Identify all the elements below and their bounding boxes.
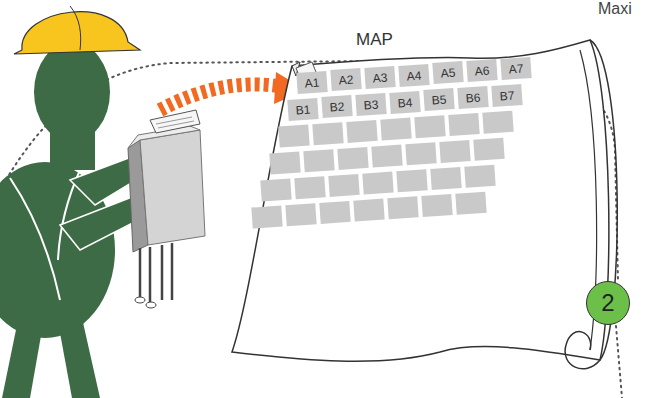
empty-map-cell: [278, 124, 309, 147]
map-cell: B6: [457, 86, 488, 109]
sensor-leg: [140, 243, 172, 305]
peeled-sticker: [150, 110, 200, 133]
empty-map-cell: [396, 169, 427, 192]
map-cell: B5: [423, 88, 454, 111]
cell-label: B3: [363, 97, 379, 112]
cell-label: A4: [406, 68, 422, 83]
move-arrow: [160, 84, 278, 110]
empty-map-cell: [353, 199, 384, 222]
map-cell: A6: [466, 59, 497, 82]
worker-neck: [50, 120, 95, 170]
cell-label: A3: [372, 70, 388, 85]
empty-map-cell: [328, 174, 359, 197]
map-cell: A4: [398, 64, 429, 87]
cell-label: B1: [295, 102, 311, 117]
empty-map-cell: [430, 167, 461, 190]
cell-label: B4: [397, 95, 413, 110]
sticker-print: [156, 117, 194, 128]
callout-number: 2: [601, 289, 614, 317]
page-label: Maxi: [598, 0, 632, 18]
empty-map-cell: [387, 196, 418, 219]
map-title: MAP: [356, 30, 393, 50]
map-cell: B7: [491, 84, 522, 107]
cell-label: B7: [499, 88, 515, 103]
empty-map-cell: [303, 149, 334, 172]
empty-map-cell: [464, 165, 495, 188]
empty-map-cell: [371, 145, 402, 168]
cell-label: A6: [474, 63, 490, 78]
cable-plug: [135, 297, 145, 303]
empty-map-cell: [294, 176, 325, 199]
empty-map-cell: [448, 113, 479, 136]
map-cell: A5: [432, 61, 463, 84]
map-cell: A2: [330, 68, 361, 91]
cell-label: A2: [338, 72, 354, 87]
step-number-circle: 2: [586, 281, 630, 325]
placed-sticker: [296, 62, 316, 78]
empty-map-cell: [269, 151, 300, 174]
empty-map-cell: [482, 111, 513, 134]
map-cell: B4: [389, 91, 420, 114]
map-cell: A7: [500, 57, 531, 80]
map-cell: B3: [355, 93, 386, 116]
cell-label: B2: [329, 99, 345, 114]
empty-map-cell: [405, 142, 436, 165]
cell-label: A5: [440, 65, 456, 80]
empty-map-cell: [421, 194, 452, 217]
cell-label: B5: [431, 92, 447, 107]
cell-label: B6: [465, 90, 481, 105]
cell-label: A1: [304, 75, 320, 90]
map-cell: A1: [296, 70, 327, 93]
map-paper: [232, 40, 609, 361]
empty-map-cell: [414, 115, 445, 138]
empty-map-cell: [319, 201, 350, 224]
empty-map-cell: [260, 178, 291, 201]
map-cell: B2: [321, 95, 352, 118]
map-cell: A3: [364, 66, 395, 89]
empty-map-cell: [380, 118, 411, 141]
empty-map-cell: [337, 147, 368, 170]
empty-map-cell: [251, 205, 282, 228]
sensor-box: [140, 130, 205, 245]
empty-map-cell: [285, 203, 316, 226]
map-sheet: A1 A2 A3 A4 A5 A6 A7B1 B2 B3 B4 B5 B6 B7 MAP: [228, 26, 628, 376]
cell-label: A7: [508, 61, 524, 76]
empty-map-cell: [473, 138, 504, 161]
empty-map-cell: [312, 122, 343, 145]
cable-plug: [146, 302, 156, 308]
map-cell: B1: [287, 97, 318, 120]
empty-map-cell: [439, 140, 470, 163]
empty-map-cell: [455, 192, 486, 215]
empty-map-cell: [346, 120, 377, 143]
empty-map-cell: [362, 172, 393, 195]
hard-hat-ridge: [70, 6, 81, 50]
